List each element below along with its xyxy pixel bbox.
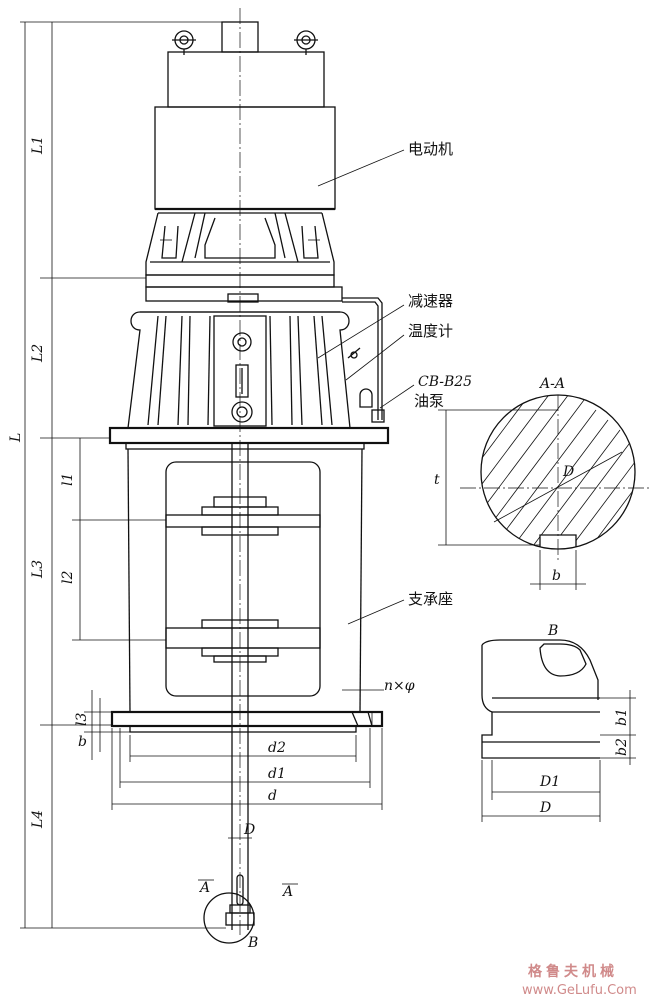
support-seat — [110, 442, 384, 930]
leader-pump — [379, 384, 415, 409]
cut-a-left: A — [198, 880, 210, 896]
dim-D: D — [243, 822, 255, 838]
detail-title: B — [547, 623, 558, 639]
shaft-end — [203, 874, 255, 944]
dim-L: L — [8, 433, 24, 443]
detail-D: D — [539, 800, 551, 816]
section-title: A-A — [538, 376, 565, 392]
label-pump-model: CB-B25 — [418, 374, 472, 390]
watermark-brand: 格鲁夫机械 — [528, 963, 618, 980]
label-motor: 电动机 — [408, 140, 453, 158]
reducer — [108, 274, 390, 445]
section-D: D — [562, 464, 574, 480]
detail-D1: D1 — [539, 774, 560, 790]
dim-l1: l1 — [60, 473, 76, 486]
left-dimensions — [20, 21, 226, 929]
dim-L2: L2 — [30, 344, 46, 363]
detail-b1: b1 — [614, 708, 630, 726]
dim-d: d — [268, 788, 277, 804]
leader-reducer — [317, 304, 405, 359]
detail-b2: b2 — [614, 738, 630, 756]
leader-thermometer — [345, 334, 405, 381]
cut-a-right: A — [281, 884, 293, 900]
dim-L3: L3 — [30, 560, 46, 579]
dim-l2: l2 — [60, 571, 76, 584]
holes-label: n×φ — [384, 678, 415, 694]
section-b: b — [552, 568, 561, 584]
dim-L4: L4 — [30, 810, 46, 829]
detail-b — [481, 639, 636, 822]
dim-L1: L1 — [30, 136, 46, 155]
leader-support — [347, 599, 405, 625]
watermark-url: www.GeLufu.Com — [522, 983, 637, 998]
dim-d2: d2 — [268, 740, 286, 756]
dim-d1: d1 — [268, 766, 286, 782]
dim-b-left: b — [78, 734, 87, 750]
detail-callout: B — [247, 935, 258, 951]
motor — [145, 21, 336, 276]
bottom-dimensions — [111, 689, 384, 839]
section-t: t — [434, 472, 440, 488]
label-oil-pump: 油泵 — [414, 392, 444, 410]
label-thermometer: 温度计 — [408, 322, 453, 340]
leader-motor — [317, 149, 405, 187]
label-support: 支承座 — [408, 590, 453, 608]
label-reducer: 减速器 — [408, 292, 453, 310]
dim-l3: l3 — [74, 713, 90, 726]
